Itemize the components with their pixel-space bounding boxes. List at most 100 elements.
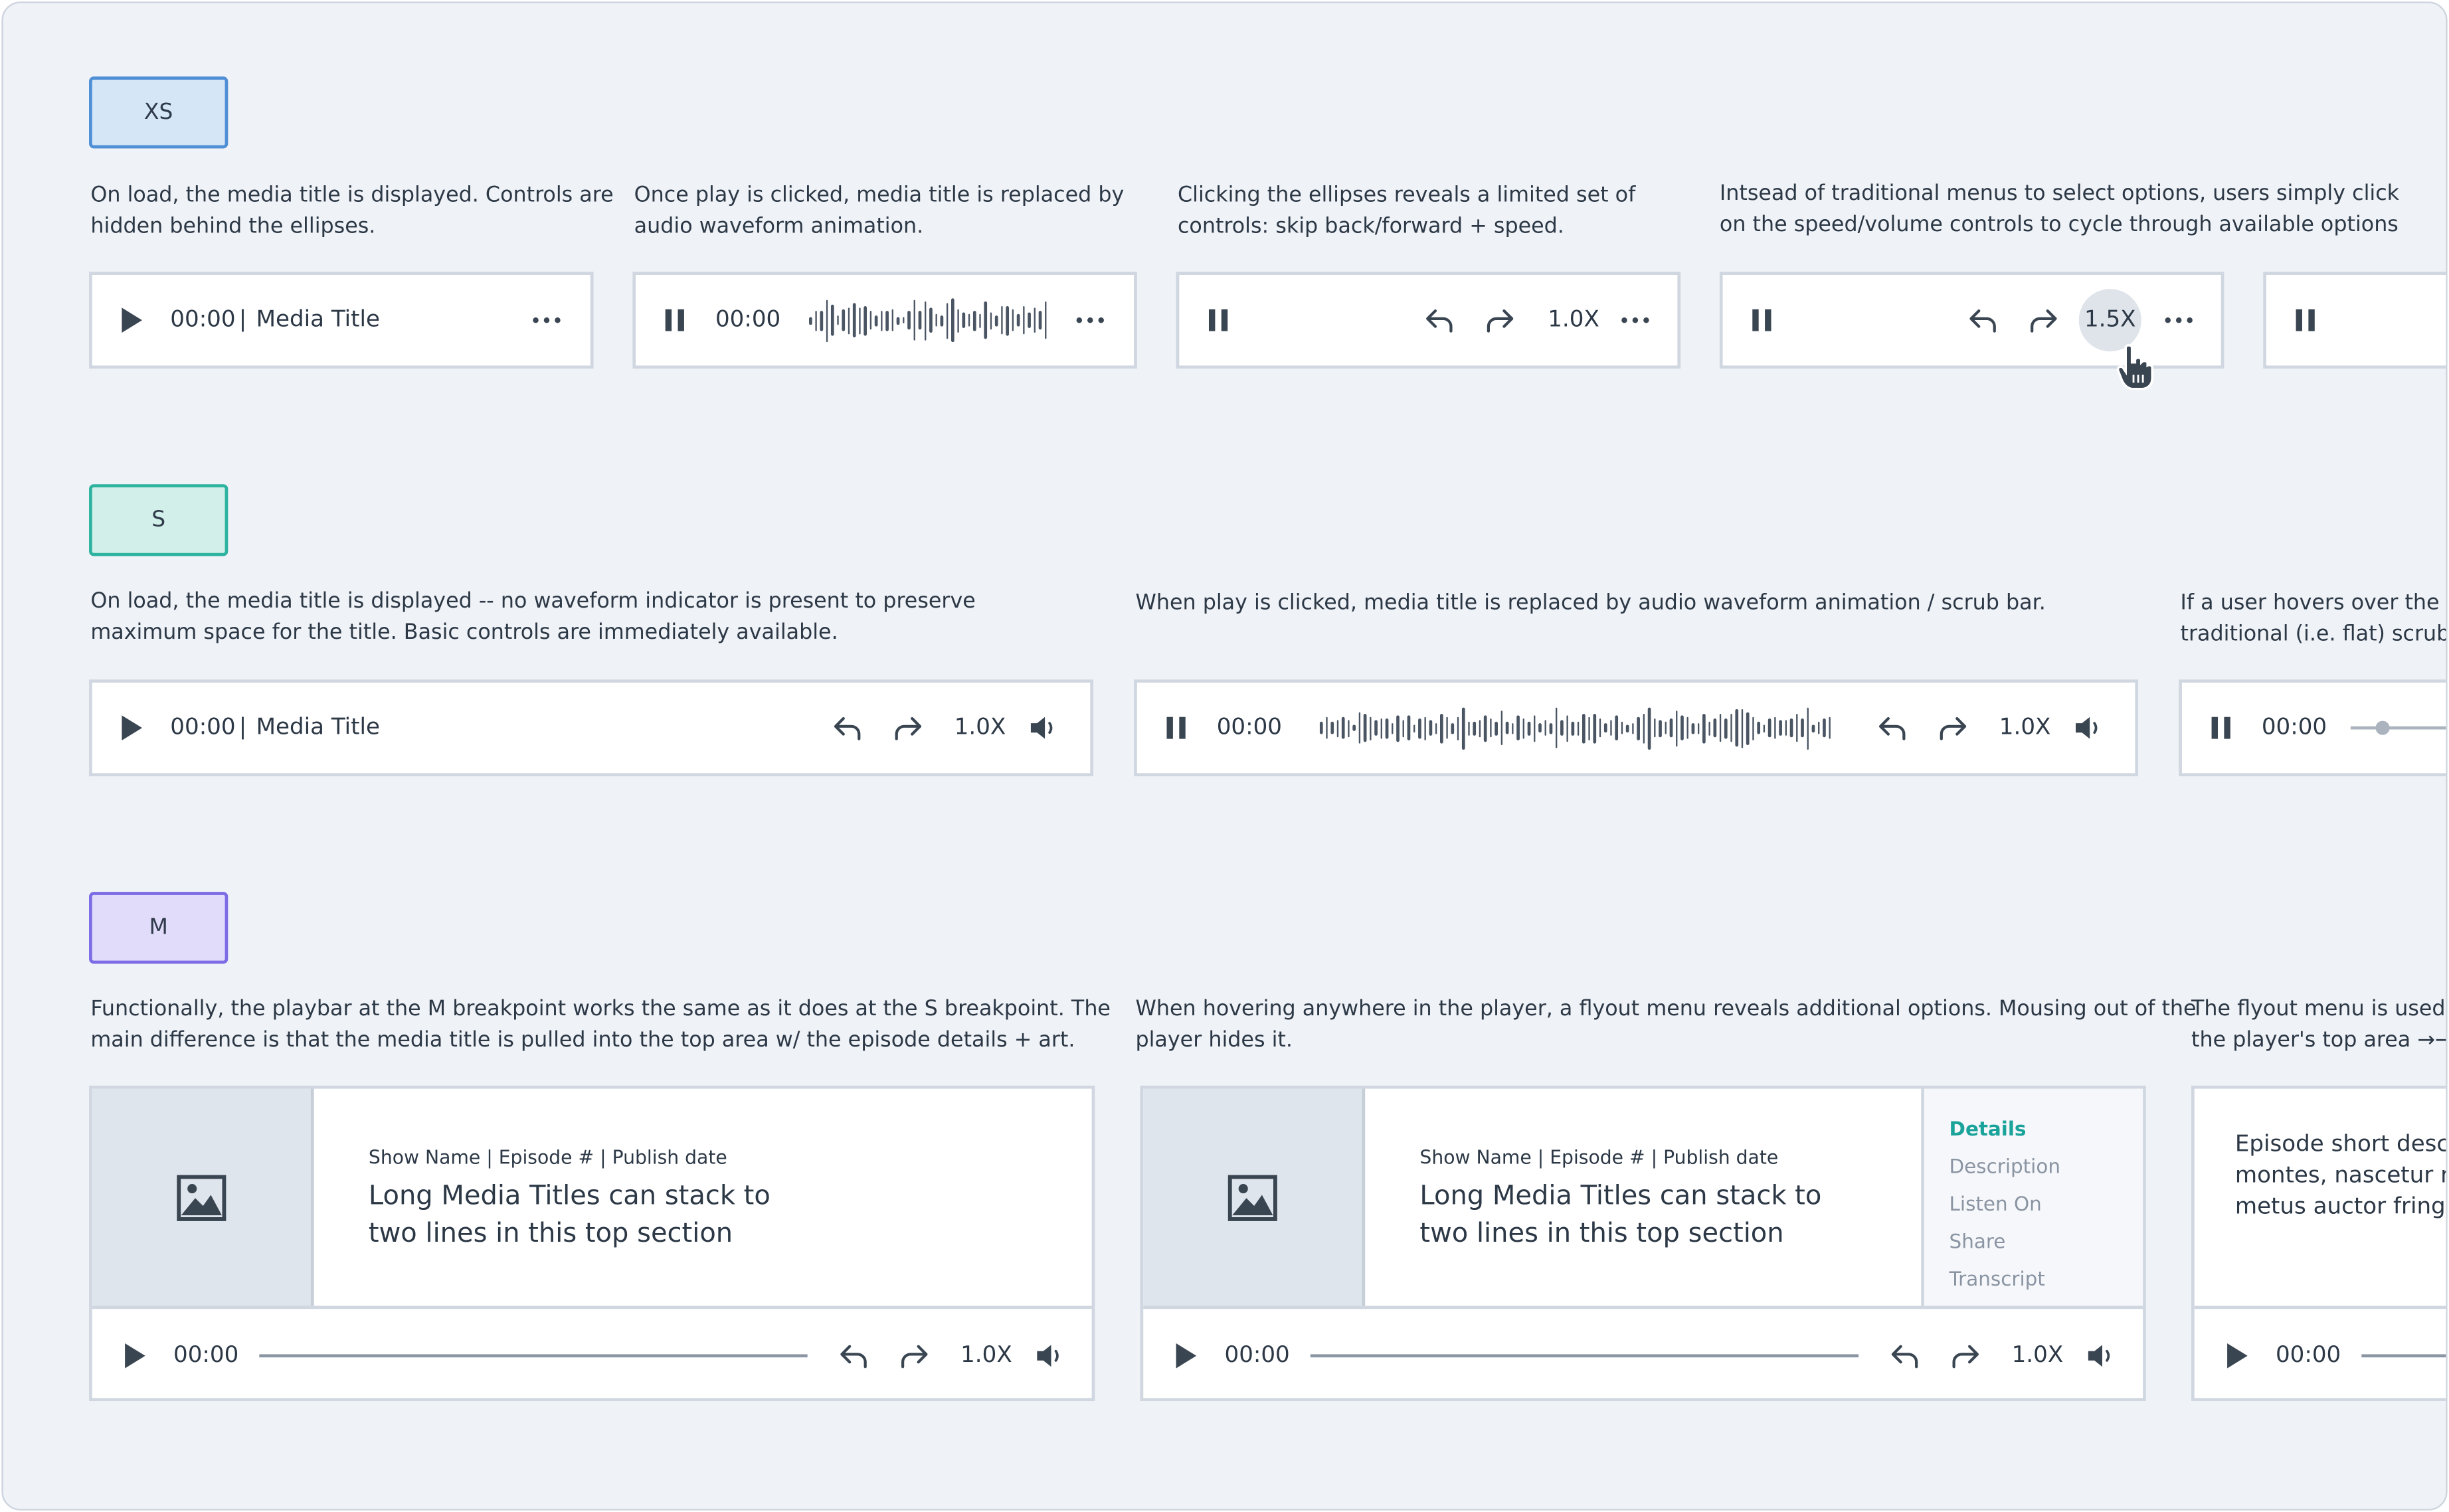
- play-icon[interactable]: [120, 715, 142, 740]
- pause-icon[interactable]: [1208, 307, 1229, 333]
- scrub-handle[interactable]: [2375, 720, 2390, 735]
- pause-icon[interactable]: [1751, 307, 1773, 333]
- time-display: 00:00: [2261, 715, 2327, 740]
- waveform-bar: [1620, 721, 1623, 734]
- waveform-bar: [1330, 721, 1333, 734]
- title-line: Long Media Titles can stack to: [1419, 1181, 1822, 1213]
- divider: [2194, 1305, 2446, 1309]
- volume-icon[interactable]: [1036, 1343, 1063, 1368]
- volume-icon[interactable]: [2086, 1343, 2114, 1368]
- speed-button[interactable]: 1.0X: [960, 1342, 1012, 1368]
- speed-button[interactable]: 1.0X: [2011, 1342, 2064, 1368]
- skip-forward-icon[interactable]: [899, 1343, 928, 1368]
- waveform-bar: [1675, 710, 1678, 746]
- pause-icon[interactable]: [2210, 715, 2232, 740]
- waveform-bar: [1625, 724, 1629, 732]
- skip-forward-icon[interactable]: [893, 715, 922, 740]
- media-title: Long Media Titles can stack to two lines…: [1419, 1178, 1821, 1253]
- skip-forward-icon[interactable]: [1938, 715, 1967, 740]
- skip-back-icon[interactable]: [1426, 307, 1454, 333]
- skip-back-icon[interactable]: [840, 1343, 868, 1368]
- more-ellipsis-icon[interactable]: [2165, 317, 2193, 323]
- speed-button[interactable]: 1.0X: [1548, 307, 1599, 333]
- scrub-track[interactable]: [259, 1353, 808, 1357]
- flyout-item-share[interactable]: Share: [1949, 1229, 2006, 1253]
- waveform-bar: [1516, 715, 1519, 740]
- speed-button[interactable]: 1.0X: [1999, 715, 2051, 740]
- skip-back-icon[interactable]: [1878, 715, 1907, 740]
- skip-forward-icon[interactable]: [1485, 307, 1514, 333]
- flyout-item-details[interactable]: Details: [1949, 1116, 2027, 1141]
- waveform-bar: [901, 317, 905, 323]
- description-line: controls: skip back/forward + speed.: [1177, 214, 1564, 239]
- xs-player-partial: [2263, 272, 2446, 369]
- waveform-bar: [1615, 715, 1617, 740]
- episode-meta: Show Name | Episode # | Publish date: [1419, 1146, 1779, 1169]
- waveform-bar: [1352, 724, 1355, 731]
- skip-back-icon[interactable]: [1969, 307, 1997, 333]
- waveform-bar: [1369, 716, 1372, 740]
- waveform-bar: [1429, 720, 1432, 736]
- waveform-bar: [1801, 718, 1803, 738]
- waveform-bar: [1549, 722, 1552, 734]
- m-player-description: Episode short descrip montes, nascetur r…: [2191, 1085, 2446, 1402]
- breakpoint-label: S: [151, 507, 166, 533]
- scrub-track[interactable]: [1310, 1353, 1859, 1357]
- waveform-bar: [1659, 719, 1661, 737]
- volume-icon[interactable]: [2074, 715, 2102, 740]
- flyout-menu: Details Description Listen On Share Tran…: [1921, 1088, 2143, 1306]
- waveform-bar: [1609, 720, 1612, 736]
- play-icon[interactable]: [120, 307, 142, 333]
- skip-back-icon[interactable]: [1891, 1343, 1920, 1368]
- more-ellipsis-icon[interactable]: [1076, 317, 1104, 323]
- scrub-track[interactable]: [2350, 726, 2446, 730]
- play-icon[interactable]: [124, 1342, 145, 1368]
- flyout-item-transcript[interactable]: Transcript: [1949, 1266, 2045, 1290]
- waveform-bar: [1718, 714, 1722, 742]
- xs-description-1: On load, the media title is displayed. C…: [90, 180, 613, 242]
- waveform-bar: [978, 313, 981, 327]
- pause-icon[interactable]: [2294, 307, 2316, 333]
- waveform-bar: [929, 307, 932, 333]
- skip-back-icon[interactable]: [834, 715, 862, 740]
- waveform-bar: [896, 316, 899, 325]
- divider: [1143, 1305, 2143, 1309]
- waveform-bar: [962, 312, 964, 328]
- description-line: The flyout menu is used to: [2191, 996, 2448, 1022]
- waveform-bar: [1746, 711, 1749, 744]
- skip-forward-icon[interactable]: [1951, 1343, 1979, 1368]
- play-icon[interactable]: [2226, 1342, 2248, 1368]
- episode-art: [1143, 1088, 1366, 1306]
- play-icon[interactable]: [1174, 1342, 1197, 1368]
- waveform-bar: [1544, 720, 1546, 736]
- episode-description: Episode short descrip montes, nascetur r…: [2235, 1130, 2446, 1223]
- description-line: the player's top area →→: [2191, 1027, 2448, 1053]
- waveform-bar: [1828, 716, 1831, 739]
- waveform-bar: [1374, 720, 1377, 736]
- playbar: 00:00 1.0X: [1143, 1309, 2143, 1401]
- skip-forward-icon[interactable]: [2029, 307, 2057, 333]
- waveform[interactable]: [809, 297, 1047, 344]
- episode-meta: Show Name | Episode # | Publish date: [368, 1146, 727, 1169]
- waveform-bar: [940, 314, 943, 326]
- waveform-bar: [1789, 718, 1793, 738]
- volume-icon[interactable]: [1030, 715, 1057, 740]
- more-ellipsis-icon[interactable]: [533, 317, 561, 323]
- waveform-bar: [1631, 722, 1634, 734]
- pause-icon[interactable]: [664, 307, 685, 333]
- description-line: main difference is that the media title …: [90, 1027, 1075, 1053]
- scrub-track[interactable]: [2361, 1353, 2446, 1357]
- waveform-bar: [1028, 312, 1030, 328]
- breakpoint-tag-s: S: [89, 484, 228, 556]
- speed-button[interactable]: 1.0X: [954, 715, 1006, 740]
- more-ellipsis-icon[interactable]: [1621, 317, 1649, 323]
- pause-icon[interactable]: [1165, 715, 1187, 740]
- waveform[interactable]: [1319, 705, 1831, 752]
- waveform-bar: [1784, 720, 1787, 736]
- speed-button-hover[interactable]: 1.5X: [2078, 289, 2141, 352]
- flyout-item-listen-on[interactable]: Listen On: [1949, 1191, 2042, 1216]
- waveform-bar: [1560, 720, 1563, 736]
- flyout-item-description[interactable]: Description: [1949, 1154, 2060, 1178]
- waveform-bar: [1500, 711, 1503, 746]
- speed-label: 1.5X: [2084, 307, 2136, 333]
